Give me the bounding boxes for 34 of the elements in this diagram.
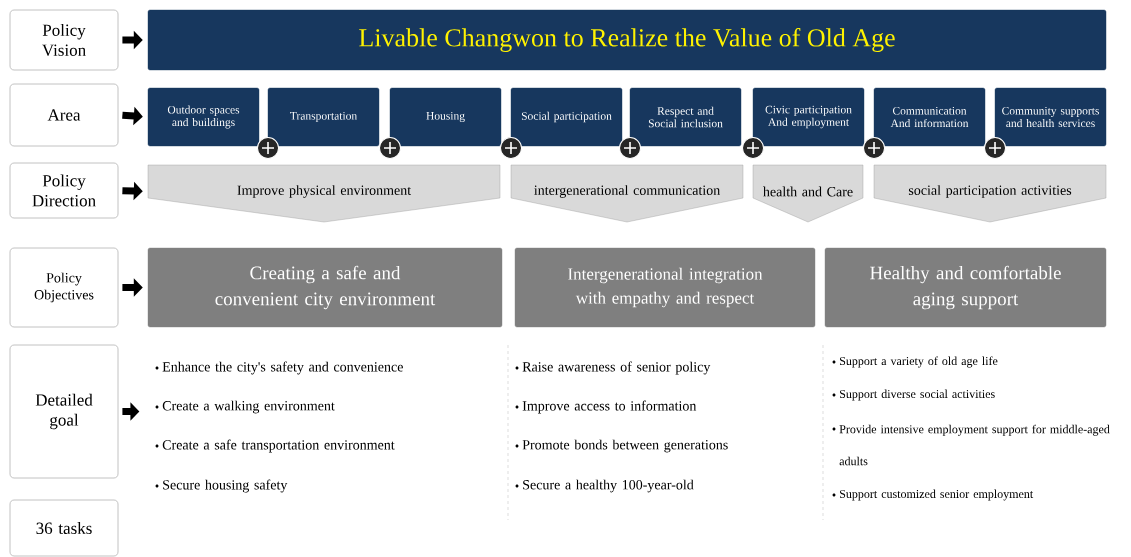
goal-item: Enhance the city's safety and convenience bbox=[155, 361, 403, 375]
objective-box: Intergenerational integration with empathy and respect bbox=[514, 247, 816, 328]
direction-band: Improve physical environment bbox=[147, 164, 501, 223]
goal-item: Create a walking environment bbox=[155, 400, 335, 414]
area-box: Transportation bbox=[267, 87, 380, 147]
direction-band: health and Care bbox=[752, 164, 864, 223]
row-label-box: Policy Objectives bbox=[9, 247, 119, 328]
row-label-box: Area bbox=[9, 83, 119, 147]
goal-item: Support customized senior employment bbox=[832, 489, 1034, 501]
vision-banner: Livable Changwon to Realize the Value of Old Age bbox=[147, 9, 1107, 71]
goal-item: Improve access to information bbox=[515, 400, 697, 414]
area-box: Social participation bbox=[510, 87, 623, 147]
row-label-box: Detailed goal bbox=[9, 344, 119, 479]
area-box: Respect and Social inclusion bbox=[629, 87, 742, 147]
objective-box: Creating a safe and convenient city environment bbox=[147, 247, 503, 328]
goal-item: Secure a healthy 100-year-old bbox=[515, 479, 694, 493]
area-box: Civic participation And employment bbox=[752, 87, 865, 147]
area-box: Communication And information bbox=[873, 87, 986, 147]
row-label-box: Policy Vision bbox=[9, 9, 119, 71]
area-box: Outdoor spaces and buildings bbox=[147, 87, 260, 147]
goal-item: Create a safe transportation environment bbox=[155, 439, 395, 453]
goal-item: Support a variety of old age life bbox=[832, 356, 998, 368]
area-box: Housing bbox=[389, 87, 502, 147]
direction-band: intergenerational communication bbox=[510, 164, 744, 223]
goal-item: Raise awareness of senior policy bbox=[515, 361, 711, 375]
area-box: Community supports and health services bbox=[994, 87, 1107, 147]
objective-box: Healthy and comfortable aging support bbox=[824, 247, 1107, 328]
goal-item: Secure housing safety bbox=[155, 479, 288, 493]
row-label-box: Policy Direction bbox=[9, 162, 119, 219]
goal-item: Support diverse social activities bbox=[832, 389, 995, 401]
goal-item: Provide intensive employment support for middle-aged adults bbox=[832, 424, 1110, 466]
goal-item: Promote bonds between generations bbox=[515, 439, 728, 453]
row-label-box: 36 tasks bbox=[9, 499, 119, 557]
direction-band: social participation activities bbox=[873, 164, 1107, 223]
